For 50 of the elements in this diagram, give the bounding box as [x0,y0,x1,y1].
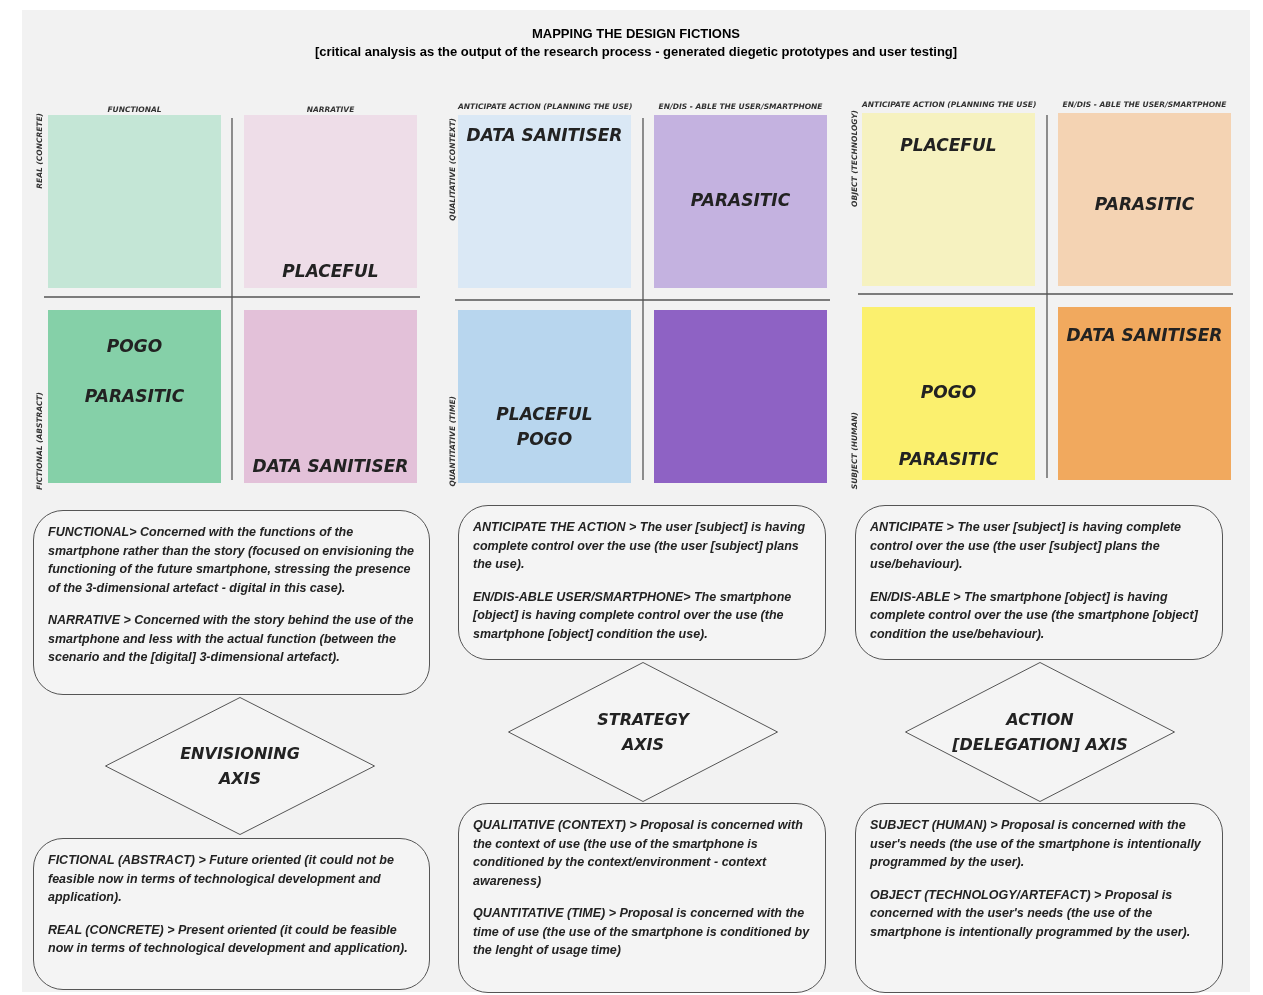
quadrant-square [862,113,1035,286]
quadrant-square [458,115,631,288]
fiction-name: PLACEFUL [496,404,593,424]
description-text: NARRATIVE > Concerned with the story behind the use of the smartphone and less with the actual function (between the scenario and the [digital] 3-dimensional artefact). [48,612,415,666]
fiction-name: PARASITIC [690,190,791,210]
fiction-name: DATA SANITISER [466,125,623,145]
fiction-name: DATA SANITISER [252,456,409,476]
description-box [458,803,826,993]
quadrant-square [48,310,221,483]
description-text: SUBJECT (HUMAN) > Proposal is concerned with the user's needs (the use of the smartphone is intentionally programmed by the user). [870,817,1202,871]
quadrant-square [654,115,827,288]
subtitle: [critical analysis as the output of the research process - generated diegetic prototypes and user testing] [313,44,959,59]
quadrant-square [654,310,827,483]
description-text: REAL (CONCRETE) > Present oriented (it could be feasible now in terms of technological development and application). [48,921,409,957]
fiction-name: PARASITIC [1094,194,1195,214]
description-box [33,510,430,695]
description-text: EN/DIS-ABLE > The smartphone [object] is having complete control over the use (the smartphone [object] condition the use/behaviour). [870,588,1199,643]
description-text: FUNCTIONAL> Concerned with the functions of the smartphone rather than the story (focused on envisioning the functioning of the future smartphone, stressing the presence of the 3-dimensional artefact - digital in this case). [48,524,415,597]
quadrant-square [1058,113,1231,286]
axis-diamond [508,662,778,802]
fiction-name: POGO [516,429,573,449]
description-text: EN/DIS-ABLE USER/SMARTPHONE> The smartphone [object] is having complete control over the use (the smartphone [object] condition the use). [473,588,793,643]
description-text: ANTICIPATE > The user [subject] is having complete control over the use (the user [subject] plans the use/behaviour). [870,519,1183,573]
fiction-name: DATA SANITISER [1066,325,1223,345]
description-box [33,838,430,990]
axis-diamond [905,662,1175,802]
axis-title: ENVISIONING AXIS [179,743,301,790]
description-box [855,803,1223,993]
fiction-name: PARASITIC [898,449,999,469]
fiction-name: POGO [920,382,977,402]
description-text: ANTICIPATE THE ACTION > The user [subject] is having complete control over the use (the user [subject] plans the use). [473,519,807,573]
description-text: FICTIONAL (ABSTRACT) > Future oriented (it could not be feasible now in terms of technological development and application). [48,852,395,906]
description-text: QUALITATIVE (CONTEXT) > Proposal is concerned with the context of use (the use of the smartphone is conditioned by the context/environment - context awareness) [473,817,804,890]
axis-diamond [105,697,375,835]
description-box [458,505,826,660]
fiction-name: PLACEFUL [900,135,997,155]
description-text: OBJECT (TECHNOLOGY/ARTEFACT) > Proposal is concerned with the user's needs (the use of the smartphone is intentionally programmed by the user). [870,886,1192,941]
quadrant-square [862,307,1035,480]
axis-title: ACTION [DELEGATION] AXIS [951,709,1129,756]
quadrant-square [1058,307,1231,480]
title: MAPPING THE DESIGN FICTIONS [531,26,741,41]
quadrant-square [458,310,631,483]
fiction-name: PLACEFUL [282,261,379,281]
quadrant-square [244,310,417,483]
axis-title: STRATEGY AXIS [596,709,691,756]
fiction-name: PARASITIC [84,386,185,406]
description-box [855,505,1223,660]
quadrant-square [48,115,221,288]
fiction-name: POGO [106,336,163,356]
description-text: QUANTITATIVE (TIME) > Proposal is concerned with the time of use (the use of the smartphone is conditioned by the lenght of usage time) [473,905,811,959]
